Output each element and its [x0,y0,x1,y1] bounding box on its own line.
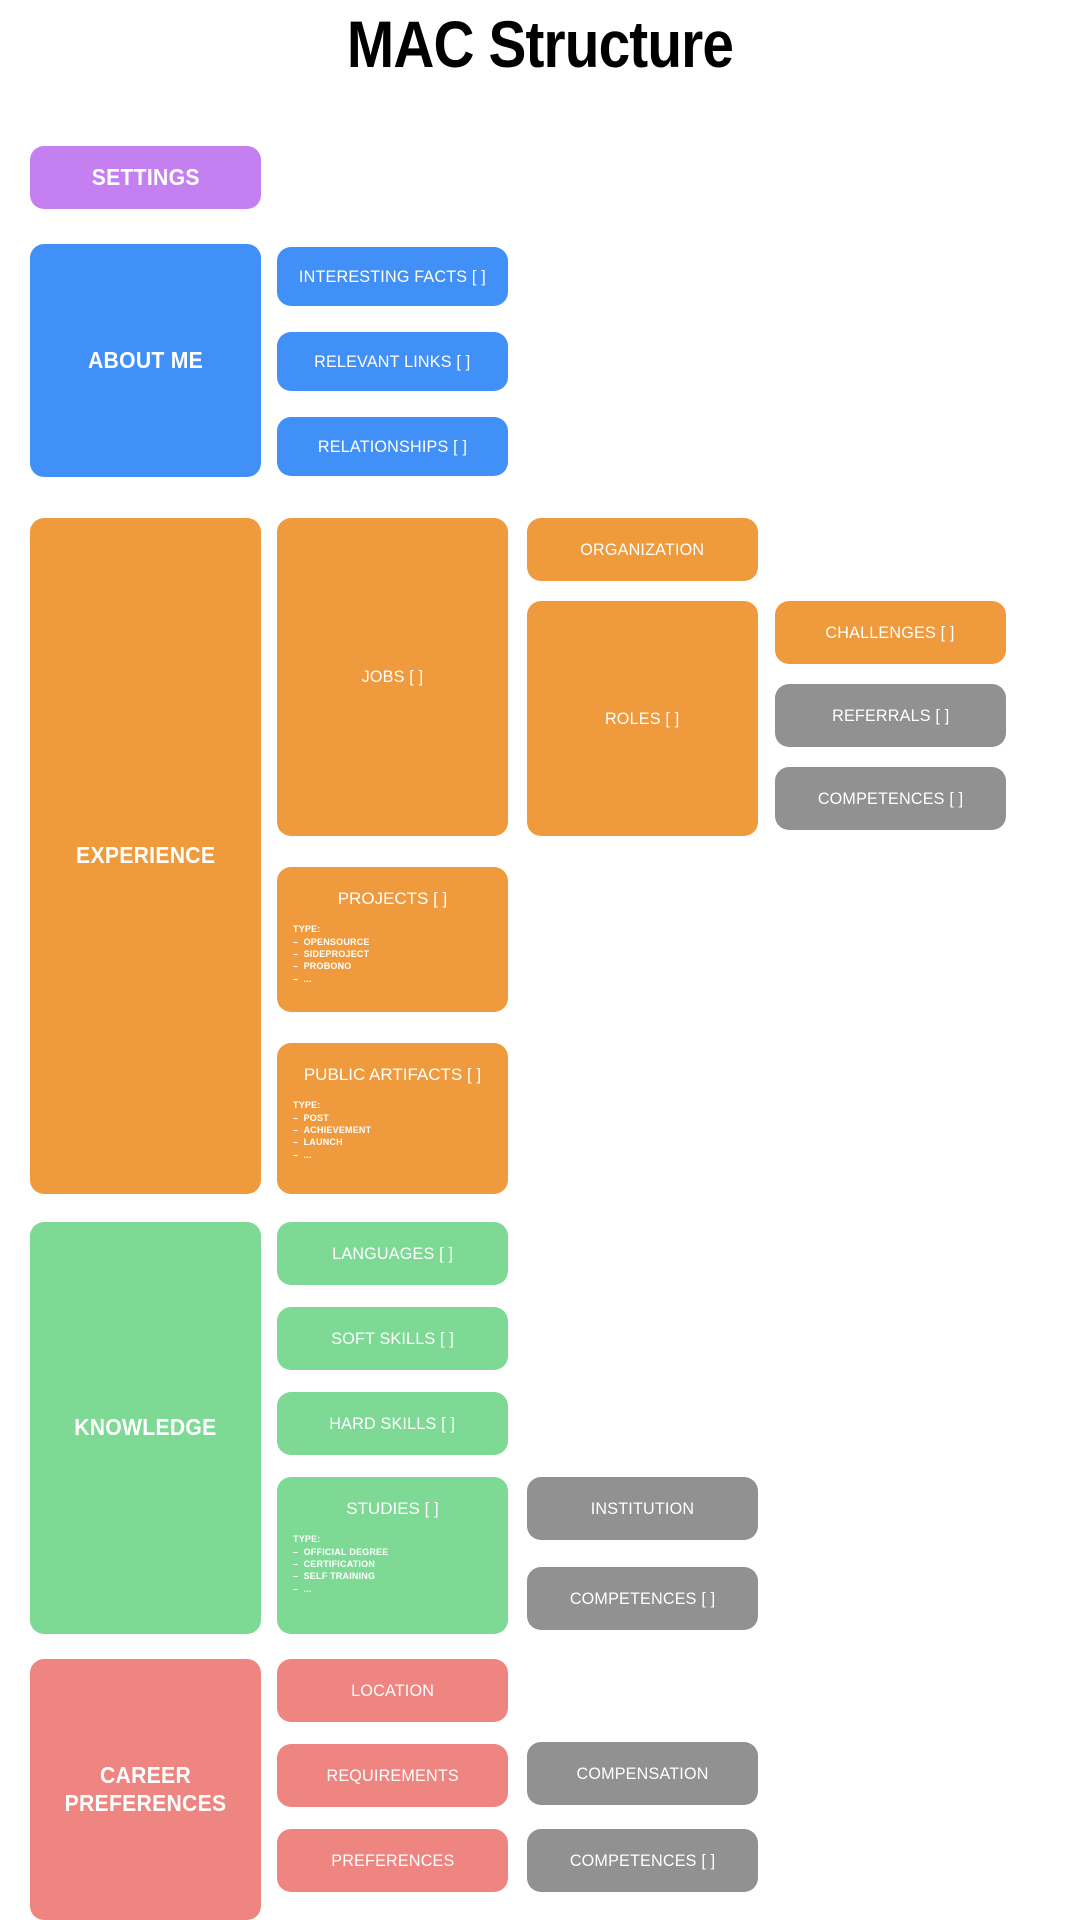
card-label-challenges: CHALLENGES [ ] [825,622,956,642]
projects-type-list: OPENSOURCE SIDEPROJECT PROBONO ... [293,936,508,985]
studies-type-block: TYPE: OFFICIAL DEGREE CERTIFICATION SELF… [293,1533,508,1595]
card-studies[interactable]: STUDIES [ ] TYPE: OFFICIAL DEGREE CERTIF… [277,1477,508,1634]
card-label-hard-skills: HARD SKILLS [ ] [329,1413,456,1433]
card-roles[interactable]: ROLES [ ] [527,601,758,836]
studies-type-item: OFFICIAL DEGREE [293,1546,508,1558]
card-competences-knowledge[interactable]: COMPETENCES [ ] [527,1567,758,1630]
card-label-interesting-facts: INTERESTING FACTS [ ] [298,266,487,286]
card-languages[interactable]: LANGUAGES [ ] [277,1222,508,1285]
card-label-requirements: REQUIREMENTS [326,1765,459,1785]
card-label-relationships: RELATIONSHIPS [ ] [317,436,468,456]
page-title: MAC Structure [346,7,734,81]
card-relationships[interactable]: RELATIONSHIPS [ ] [277,417,508,476]
studies-type-item: ... [293,1583,508,1595]
card-label-roles: ROLES [ ] [605,708,680,728]
section-card-experience[interactable]: EXPERIENCE [30,518,261,1194]
public-artifacts-type-heading: TYPE: [293,1100,321,1110]
card-institution[interactable]: INSTITUTION [527,1477,758,1540]
public-artifacts-type-item: POST [293,1112,508,1124]
public-artifacts-type-item: ... [293,1149,508,1161]
card-public-artifacts[interactable]: PUBLIC ARTIFACTS [ ] TYPE: POST ACHIEVEM… [277,1043,508,1194]
studies-type-item: CERTIFICATION [293,1558,508,1570]
card-challenges[interactable]: CHALLENGES [ ] [775,601,1006,664]
card-label-location: LOCATION [351,1680,434,1700]
card-label-public-artifacts: PUBLIC ARTIFACTS [ ] [303,1065,482,1084]
card-label-relevant-links: RELEVANT LINKS [ ] [314,351,471,371]
card-label-projects: PROJECTS [ ] [337,889,448,908]
card-label-institution: INSTITUTION [590,1498,695,1518]
card-label-competences-career: COMPETENCES [ ] [569,1850,716,1870]
section-card-about-me[interactable]: ABOUT ME [30,244,261,477]
studies-type-list: OFFICIAL DEGREE CERTIFICATION SELF TRAIN… [293,1546,508,1595]
card-label-referrals: REFERRALS [ ] [831,705,950,725]
card-label-jobs: JOBS [ ] [361,667,424,686]
section-card-settings[interactable]: SETTINGS [30,146,261,209]
studies-type-item: SELF TRAINING [293,1570,508,1582]
section-label-settings: SETTINGS [91,163,200,190]
card-label-competences-experience: COMPETENCES [ ] [817,788,964,808]
section-card-career-preferences[interactable]: CAREER PREFERENCES [30,1659,261,1920]
card-hard-skills[interactable]: HARD SKILLS [ ] [277,1392,508,1455]
card-label-competences-knowledge: COMPETENCES [ ] [569,1588,716,1608]
projects-type-heading: TYPE: [293,924,321,934]
card-compensation[interactable]: COMPENSATION [527,1742,758,1805]
section-label-about-me: ABOUT ME [87,346,204,373]
card-competences-experience[interactable]: COMPETENCES [ ] [775,767,1006,830]
public-artifacts-type-item: ACHIEVEMENT [293,1124,508,1136]
card-location[interactable]: LOCATION [277,1659,508,1722]
card-requirements[interactable]: REQUIREMENTS [277,1744,508,1807]
card-interesting-facts[interactable]: INTERESTING FACTS [ ] [277,247,508,306]
projects-type-block: TYPE: OPENSOURCE SIDEPROJECT PROBONO ... [293,923,508,985]
section-label-knowledge: KNOWLEDGE [74,1414,217,1441]
card-label-preferences: PREFERENCES [330,1850,455,1870]
projects-type-item: PROBONO [293,960,508,972]
card-referrals[interactable]: REFERRALS [ ] [775,684,1006,747]
public-artifacts-type-list: POST ACHIEVEMENT LAUNCH ... [293,1112,508,1161]
card-jobs[interactable]: JOBS [ ] [277,518,508,836]
card-label-organization: ORGANIZATION [580,539,705,559]
card-label-languages: LANGUAGES [ ] [332,1243,453,1263]
projects-type-item: ... [293,973,508,985]
card-relevant-links[interactable]: RELEVANT LINKS [ ] [277,332,508,391]
projects-type-item: OPENSOURCE [293,936,508,948]
public-artifacts-type-item: LAUNCH [293,1136,508,1148]
studies-type-heading: TYPE: [293,1534,321,1544]
card-label-studies: STUDIES [ ] [346,1499,439,1518]
section-label-career-preferences: CAREER PREFERENCES [64,1761,227,1816]
public-artifacts-type-block: TYPE: POST ACHIEVEMENT LAUNCH ... [293,1099,508,1161]
card-label-soft-skills: SOFT SKILLS [ ] [331,1328,454,1348]
card-soft-skills[interactable]: SOFT SKILLS [ ] [277,1307,508,1370]
section-card-knowledge[interactable]: KNOWLEDGE [30,1222,261,1634]
card-projects[interactable]: PROJECTS [ ] TYPE: OPENSOURCE SIDEPROJEC… [277,867,508,1012]
section-label-experience: EXPERIENCE [75,842,216,869]
card-label-compensation: COMPENSATION [576,1763,709,1783]
card-competences-career[interactable]: COMPETENCES [ ] [527,1829,758,1892]
projects-type-item: SIDEPROJECT [293,948,508,960]
card-preferences[interactable]: PREFERENCES [277,1829,508,1892]
card-organization[interactable]: ORGANIZATION [527,518,758,581]
